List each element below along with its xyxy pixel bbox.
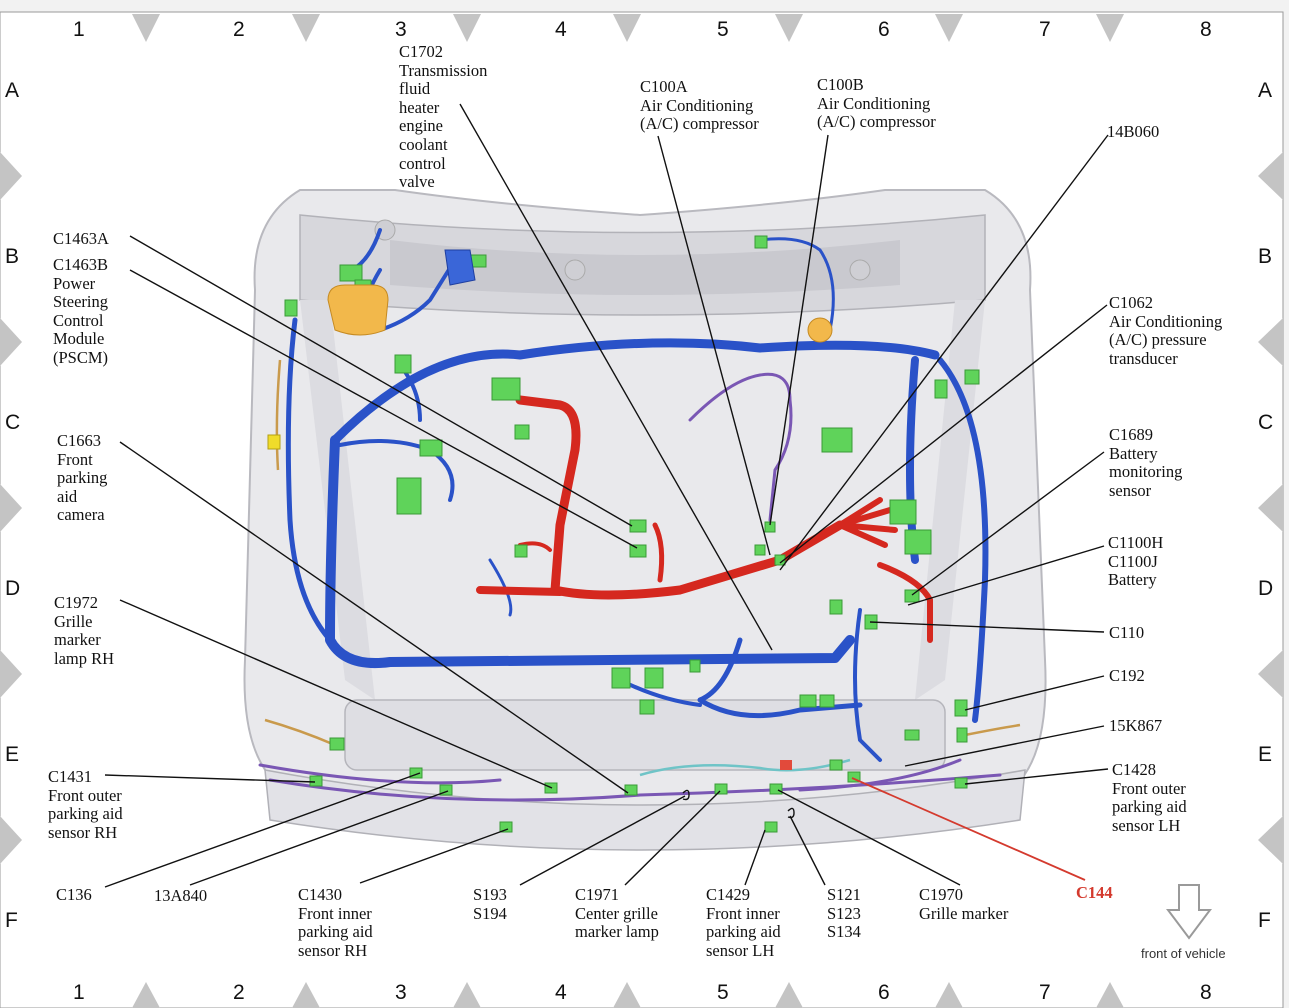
grid-row-b: B [5, 245, 20, 268]
harness-tan [264, 359, 1021, 747]
front-of-vehicle-label: front of vehicle [1141, 946, 1226, 961]
grid-col-3: 3 [395, 18, 407, 41]
callout-15k867: 15K867 [1109, 716, 1163, 735]
grid-col-1-bottom: 1 [73, 981, 85, 1004]
grid-row-a-right: A [1258, 79, 1273, 102]
splice-marks [682, 789, 795, 819]
grid-col-7: 7 [1039, 18, 1051, 41]
callout-c192: C192 [1109, 666, 1145, 685]
callout-c144: C144 [1076, 883, 1113, 902]
vehicle-body [170, 185, 1106, 851]
grid-col-5-bottom: 5 [717, 981, 729, 1004]
grid-col-1: 1 [73, 18, 85, 41]
grid-col-8-bottom: 8 [1200, 981, 1212, 1004]
grid-row-a: A [5, 79, 20, 102]
grid-col-6: 6 [878, 18, 890, 41]
grid-col-3-bottom: 3 [395, 981, 407, 1004]
fluid-reservoir [327, 284, 389, 336]
harness-cyan [639, 758, 851, 777]
grid-row-c: C [5, 411, 21, 434]
grid-row-e-right: E [1258, 743, 1273, 766]
connectors [267, 235, 980, 833]
grid-col-8: 8 [1200, 18, 1212, 41]
sensor-blue-block [444, 249, 476, 286]
harness-red [476, 395, 933, 643]
grid-col-2-bottom: 2 [233, 981, 245, 1004]
leader-lines [104, 103, 1109, 888]
harness-purple [258, 372, 1002, 802]
grid-col-6-bottom: 6 [878, 981, 890, 1004]
grid-chevrons [0, 14, 1283, 1008]
front-of-vehicle-arrow-icon [1166, 884, 1212, 940]
grid-row-b-right: B [1258, 245, 1273, 268]
callout-13a840: 13A840 [154, 886, 208, 905]
grid-row-f-right: F [1258, 909, 1271, 932]
coolant-cap [807, 317, 833, 343]
callout-c136: C136 [56, 885, 92, 904]
grid-row-d: D [5, 577, 21, 600]
grid-row-c-right: C [1258, 411, 1274, 434]
grid-col-4: 4 [555, 18, 567, 41]
grid-col-5: 5 [717, 18, 729, 41]
grid-row-e: E [5, 743, 20, 766]
grid-col-7-bottom: 7 [1039, 981, 1051, 1004]
callout-14b060: 14B060 [1107, 122, 1160, 141]
harness-blue [285, 228, 989, 762]
grid-col-4-bottom: 4 [555, 981, 567, 1004]
c144-connector [780, 760, 792, 770]
callout-c110: C110 [1109, 623, 1145, 642]
grid-row-d-right: D [1258, 577, 1274, 600]
grid-col-2: 2 [233, 18, 245, 41]
callout-c1463a: C1463A [53, 229, 109, 248]
grid-row-f: F [5, 909, 18, 932]
leader-line-c144 [851, 777, 1086, 881]
